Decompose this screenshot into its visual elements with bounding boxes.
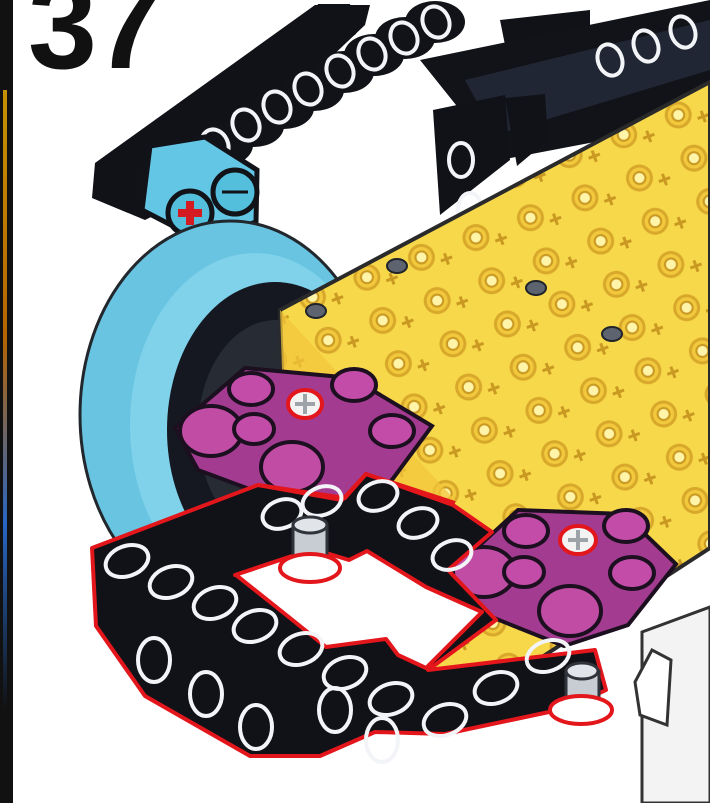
white-hub [635,607,710,803]
